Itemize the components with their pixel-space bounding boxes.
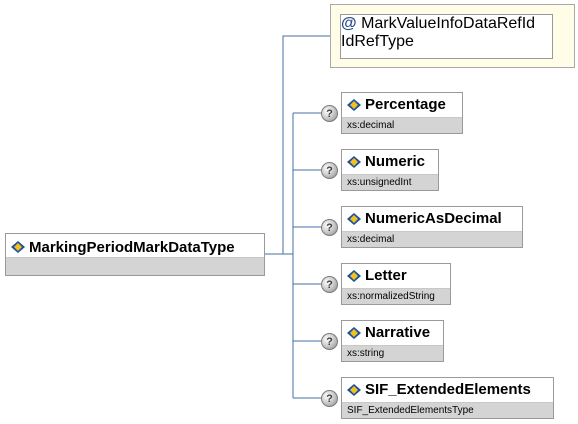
element-title-row: Numeric [342, 150, 438, 173]
element-icon [347, 155, 361, 168]
element-name: Narrative [365, 324, 431, 341]
attribute-name: MarkValueInfoDataRefId [361, 15, 536, 32]
element-icon [347, 326, 361, 339]
root-node-name: MarkingPeriodMarkDataType [29, 238, 235, 256]
element-type: SIF_ExtendedElementsType [342, 402, 553, 418]
element-node-percentage[interactable]: Percentage xs:decimal [341, 92, 463, 134]
optional-marker-icon: ? [321, 162, 338, 179]
element-title-row: SIF_ExtendedElements [342, 378, 553, 401]
element-icon [11, 241, 25, 253]
element-node-letter[interactable]: Letter xs:normalizedString [341, 263, 451, 305]
element-icon [347, 212, 361, 225]
element-type: xs:decimal [342, 231, 522, 247]
element-name: SIF_ExtendedElements [365, 381, 531, 398]
attribute-node[interactable]: @ MarkValueInfoDataRefId IdRefType [340, 14, 553, 59]
optional-marker-icon: ? [321, 390, 338, 407]
element-title-row: Percentage [342, 93, 462, 116]
element-node-sif-extended-elements[interactable]: SIF_ExtendedElements SIF_ExtendedElement… [341, 377, 554, 419]
element-node-numeric-as-decimal[interactable]: NumericAsDecimal xs:decimal [341, 206, 523, 248]
element-type: xs:decimal [342, 117, 462, 133]
element-title-row: NumericAsDecimal [342, 207, 522, 230]
root-type-row [6, 257, 264, 275]
at-icon: @ [341, 15, 357, 32]
element-name: Percentage [365, 96, 446, 113]
element-type: xs:unsignedInt [342, 174, 438, 190]
root-node[interactable]: MarkingPeriodMarkDataType [5, 233, 265, 276]
optional-marker-icon: ? [321, 276, 338, 293]
attribute-type: IdRefType [341, 33, 414, 50]
optional-marker-icon: ? [321, 219, 338, 236]
element-node-narrative[interactable]: Narrative xs:string [341, 320, 444, 362]
optional-marker-icon: ? [321, 105, 338, 122]
element-name: Numeric [365, 153, 426, 170]
element-type: xs:normalizedString [342, 288, 450, 304]
element-name: NumericAsDecimal [365, 210, 502, 227]
attributes-group: @ MarkValueInfoDataRefId IdRefType [330, 4, 575, 68]
element-name: Letter [365, 267, 407, 284]
element-icon [347, 269, 361, 282]
connector-root-attribute [264, 35, 331, 255]
element-title-row: Narrative [342, 321, 443, 344]
element-icon [347, 383, 361, 396]
optional-marker-icon: ? [321, 333, 338, 350]
root-title-row: MarkingPeriodMarkDataType [6, 234, 264, 260]
attribute-title-row: @ MarkValueInfoDataRefId [341, 15, 552, 33]
element-type: xs:string [342, 345, 443, 361]
element-icon [347, 98, 361, 111]
element-node-numeric[interactable]: Numeric xs:unsignedInt [341, 149, 439, 191]
element-title-row: Letter [342, 264, 450, 287]
